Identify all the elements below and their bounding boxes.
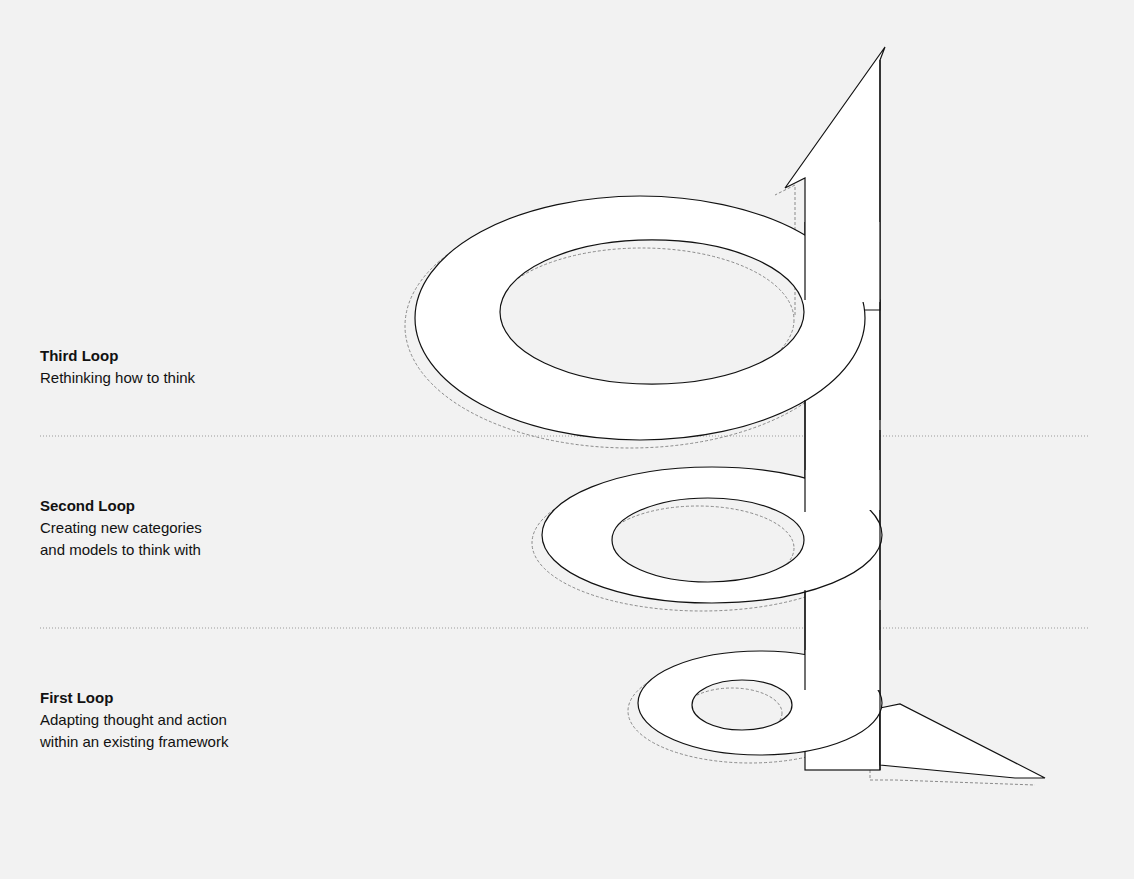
loop-heading: Second Loop [40,495,340,517]
loop-description: Rethinking how to think [40,367,340,389]
ribbon-join [805,650,880,690]
ribbon-join [805,222,880,302]
ribbon-join [805,470,880,510]
shadow-outline [405,185,1035,785]
loop-description: Creating new categories and models to th… [40,517,220,561]
second-loop-ring [542,467,882,603]
loop-heading: First Loop [40,687,340,709]
first-loop-ring [638,651,882,755]
third-loop-ring [415,196,865,440]
divider-line [40,628,1090,629]
divider-line [40,436,1090,437]
loop-heading: Third Loop [40,345,340,367]
loop-description: Adapting thought and action within an ex… [40,709,255,753]
ribbon-tail [880,704,1045,778]
